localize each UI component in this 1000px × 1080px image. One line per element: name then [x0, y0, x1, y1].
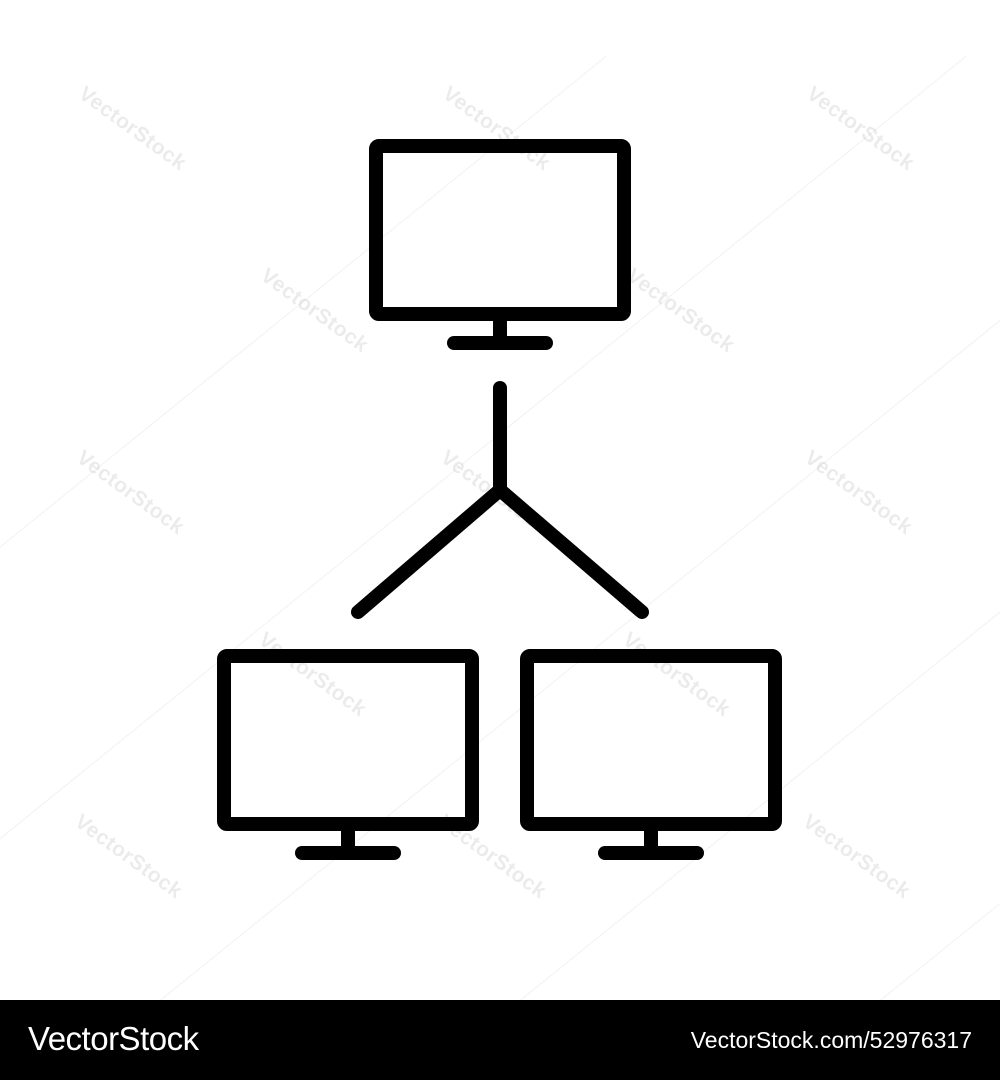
- bottom-left-monitor-screen: [217, 649, 479, 831]
- network-computers-icon: [217, 139, 782, 860]
- bottom-right-monitor-screen: [520, 649, 782, 831]
- footer-brand-logo: VectorStock: [28, 1020, 199, 1057]
- connector-left-branch: [351, 483, 507, 619]
- footer-bar: VectorStock VectorStock.com/52976317: [0, 1000, 1000, 1080]
- branch-connector-icon: [351, 381, 649, 619]
- connector-right-branch: [493, 483, 649, 619]
- top-monitor-icon: [369, 139, 631, 350]
- footer-image-id: VectorStock.com/52976317: [690, 1027, 972, 1053]
- top-monitor-screen: [369, 139, 631, 321]
- bottom-right-monitor-icon: [520, 649, 782, 860]
- bottom-left-monitor-icon: [217, 649, 479, 860]
